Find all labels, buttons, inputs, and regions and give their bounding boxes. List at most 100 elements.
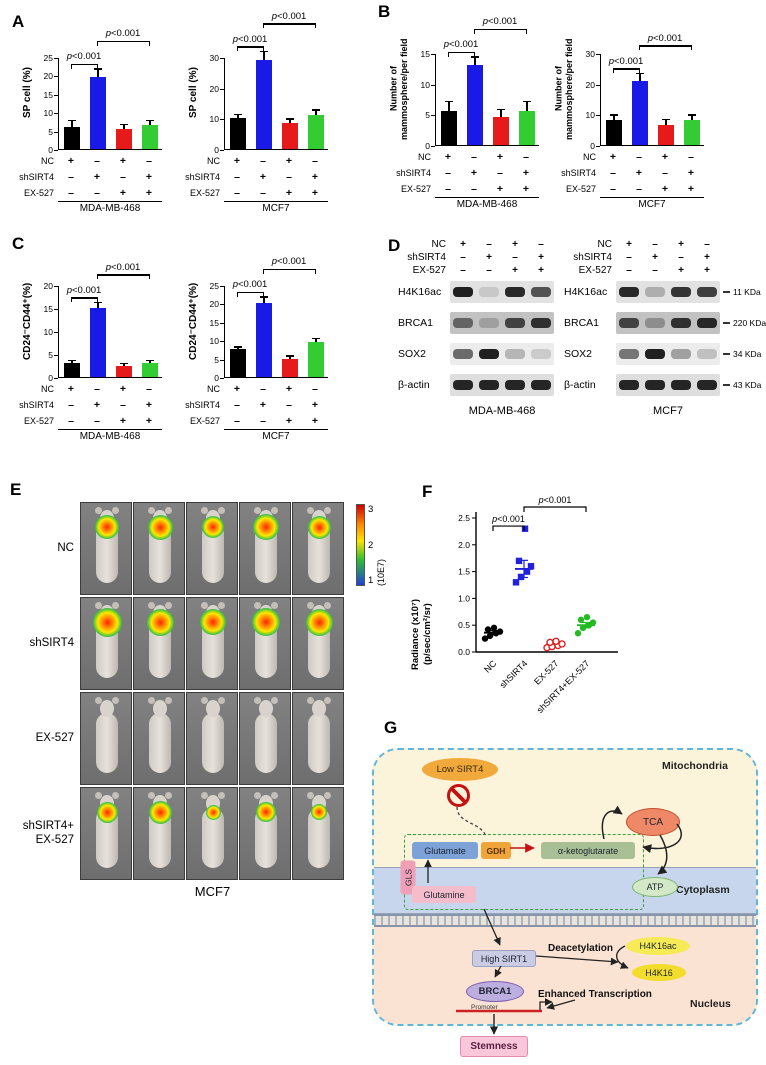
y-tick-mark [54, 378, 58, 379]
sig-bracket-tick [448, 51, 450, 57]
treatment-sign: + [145, 399, 153, 411]
blot-image [450, 374, 554, 396]
tca-node: TCA [626, 808, 680, 836]
sig-bracket [613, 68, 639, 70]
y-tick-label: 10 [209, 114, 219, 125]
stemness-node: Stemness [460, 1036, 528, 1057]
treatment-sign: + [661, 183, 669, 195]
mouse-ear [254, 507, 261, 514]
blot-band [479, 318, 499, 328]
treatment-sign: – [460, 265, 466, 276]
blot-band [671, 287, 691, 297]
mouse-image [239, 692, 291, 785]
data-point [579, 624, 587, 632]
treatment-sign: + [661, 151, 669, 163]
bar [282, 358, 298, 377]
error-bar [665, 120, 667, 126]
protein-label: BRCA1 [398, 317, 434, 329]
data-point [589, 619, 597, 626]
data-point [517, 573, 525, 581]
treatment-sign: + [460, 239, 466, 250]
treatment-sign: – [460, 252, 466, 263]
mouse-ear [95, 507, 102, 514]
y-tick-mark [54, 332, 58, 333]
protein-label: SOX2 [398, 348, 427, 360]
treatment-sign: – [94, 383, 100, 395]
sig-bracket [639, 45, 691, 47]
treatment-sign: – [486, 265, 492, 276]
treatment-label: NC [41, 156, 54, 166]
y-tick-mark [431, 115, 435, 117]
y-tick-mark [220, 341, 224, 343]
error-bar-cap [260, 50, 268, 53]
mw-label: 220 KDa [723, 318, 766, 328]
y-tick-label: 5 [425, 110, 430, 121]
y-tick-mark [54, 58, 58, 59]
data-point [512, 579, 520, 586]
treatment-sign: – [471, 183, 477, 195]
mw-tick-mark [723, 322, 730, 324]
mouse-ear [201, 697, 208, 704]
sig-bracket-inner [492, 525, 525, 532]
data-point [546, 638, 554, 647]
mouse-row: EX-527 [8, 692, 406, 785]
treatment-label: EX-527 [412, 265, 446, 276]
blot-band [671, 318, 691, 328]
treatment-label: EX-527 [189, 416, 220, 426]
y-tick-label: 30 [209, 53, 219, 63]
treatment-sign: + [93, 399, 101, 411]
mouse-body [202, 523, 224, 583]
blot-band [479, 287, 499, 297]
treatment-sign: – [445, 183, 451, 195]
panel-d-label: D [388, 236, 401, 255]
x-group-label: shSIRT4+EX-527 [535, 658, 592, 715]
treatment-sign: + [145, 415, 153, 427]
y-axis-label: Radiance (x10⁷) (p/sec/cm²/sr) [410, 599, 433, 670]
protein-label: β-actin [564, 379, 596, 391]
treatment-sign: + [652, 252, 658, 263]
y-tick-label: 10 [585, 110, 595, 121]
error-bar-cap [120, 362, 128, 365]
blot-row: BRCA1 [398, 312, 554, 334]
plot-area [224, 50, 328, 150]
treatment-sign: – [652, 265, 658, 276]
bioluminescence-spot [307, 515, 331, 539]
panel-c-label: C [12, 234, 25, 253]
treatment-sign: + [259, 399, 267, 411]
blot-band [453, 349, 473, 359]
y-tick-mark [220, 58, 224, 59]
blot-band [453, 380, 473, 390]
error-bar-cap [234, 346, 242, 348]
pathway-diagram: Mitochondria Cytoplasm Nucleus Low SIRT4… [372, 748, 758, 1060]
error-bar-cap [286, 118, 294, 120]
data-point [521, 525, 529, 532]
error-bar-cap [234, 113, 242, 116]
treatment-table: NC+–+–shSIRT4–+–+EX-527––++ [14, 381, 162, 429]
gdh-node: GDH [481, 842, 511, 859]
treatment-sign: + [285, 415, 293, 427]
bioluminescence-spot [305, 608, 333, 636]
treatment-label: NC [583, 152, 596, 162]
y-tick-mark [431, 146, 435, 147]
scale-tick-mid: 2 [368, 539, 374, 551]
panel-g: G Mitochondria Cytoplasm Nucleus Low SIR… [364, 718, 766, 1065]
treatment-sign: – [704, 239, 710, 250]
y-tick-label: 15 [43, 89, 53, 100]
sig-bracket [97, 274, 149, 276]
sig-bracket-tick [71, 297, 73, 303]
sig-bracket [71, 297, 97, 299]
y-tick-mark [220, 378, 224, 379]
sig-bracket [97, 40, 149, 43]
blot-band [619, 349, 639, 359]
y-tick-label: 10 [43, 108, 53, 119]
treatment-label: shSIRT4 [185, 400, 220, 410]
sig-label: p<0.001 [482, 16, 518, 28]
blot-band [645, 349, 665, 359]
sig-bracket [263, 268, 315, 271]
